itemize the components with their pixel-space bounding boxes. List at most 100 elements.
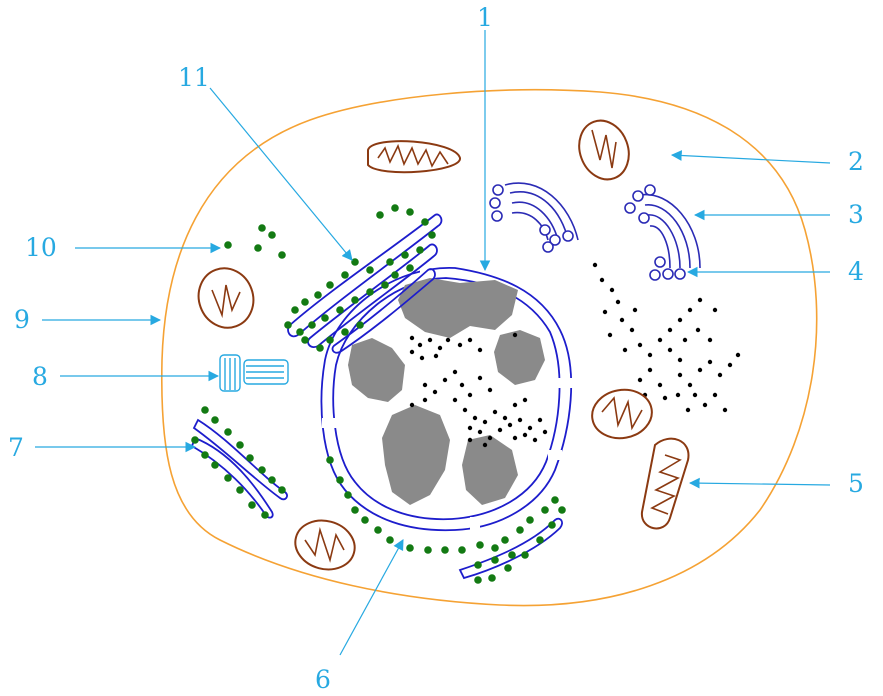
ribosome	[551, 496, 559, 504]
ribosome	[366, 288, 374, 296]
ribosome	[301, 336, 309, 344]
ribosomes	[191, 204, 566, 584]
ribosome	[246, 454, 254, 462]
cytoplasm-granule	[687, 382, 693, 388]
cytoplasm-granule	[697, 297, 703, 303]
ribosome	[351, 258, 359, 266]
mitochondrion-top-right	[578, 119, 630, 181]
label-4: 4	[848, 257, 864, 286]
ribosome	[548, 521, 556, 529]
nucleolus-granule	[482, 419, 488, 425]
ribosome	[258, 224, 266, 232]
cytoplasm-granule	[637, 377, 643, 383]
ribosome	[201, 451, 209, 459]
nucleolus-granule	[512, 435, 518, 441]
label-3: 3	[848, 200, 864, 229]
ribosome	[386, 536, 394, 544]
label-11: 11	[178, 63, 210, 92]
ribosome	[424, 546, 432, 554]
ribosome	[391, 271, 399, 279]
ribosome	[341, 271, 349, 279]
ribosome	[351, 506, 359, 514]
nucleolus-granule	[517, 417, 523, 423]
cytoplasm-granule	[632, 307, 638, 313]
label-8: 8	[32, 362, 48, 391]
nucleolus-granule	[487, 435, 493, 441]
label-7: 7	[8, 433, 24, 462]
cytoplasm-granule	[637, 342, 643, 348]
ribosome	[508, 551, 516, 559]
nucleolus-granule	[419, 355, 425, 361]
ribosome	[526, 516, 534, 524]
ribosome	[406, 264, 414, 272]
ribosome	[344, 491, 352, 499]
cytoplasm-granule	[702, 402, 708, 408]
nucleolus-granules	[409, 332, 548, 448]
ribosome	[474, 561, 482, 569]
ribosome	[361, 516, 369, 524]
ribosome	[301, 298, 309, 306]
ribosome	[278, 251, 286, 259]
ribosome	[488, 574, 496, 582]
ribosome	[491, 544, 499, 552]
nucleolus-granule	[507, 422, 513, 428]
ribosome	[521, 551, 529, 559]
cytoplasm-granule	[619, 317, 625, 323]
mitochondrion-mid-right	[591, 388, 653, 440]
ribosome	[268, 231, 276, 239]
ribosome	[224, 474, 232, 482]
cytoplasm-granule	[662, 395, 668, 401]
cytoplasm-granule	[667, 347, 673, 353]
ribosome	[558, 506, 566, 514]
ribosome	[291, 306, 299, 314]
nucleolus-granule	[532, 437, 538, 443]
nucleolus-granule	[422, 382, 428, 388]
cytoplasm-granule	[722, 407, 728, 413]
nucleolus-granule	[467, 425, 473, 431]
cytoplasm-granule	[602, 309, 608, 315]
cytoplasm-granule	[707, 359, 713, 365]
mitochondrion-bottom-left	[294, 519, 356, 571]
nucleolus-granule	[462, 407, 468, 413]
rough-er-bottom-left	[190, 418, 288, 519]
cytoplasm-granule	[647, 367, 653, 373]
nucleolus-granule	[512, 332, 518, 338]
nucleolus-granule	[482, 442, 488, 448]
mitochondrion-bottom-right	[640, 437, 690, 530]
mitochondrion-top	[367, 140, 461, 174]
nucleolus-granule	[459, 382, 465, 388]
nucleolus-granule	[417, 342, 423, 348]
ribosome	[458, 546, 466, 554]
ribosome	[326, 281, 334, 289]
ribosome	[224, 241, 232, 249]
ribosome	[258, 466, 266, 474]
ribosome	[316, 344, 324, 352]
ribosome	[536, 536, 544, 544]
ribosome	[406, 544, 414, 552]
ribosome	[308, 321, 316, 329]
ribosome	[278, 486, 286, 494]
leader-lines	[35, 30, 831, 656]
cytoplasm-granule	[677, 372, 683, 378]
cytoplasm-granule	[697, 367, 703, 373]
ribosome	[428, 231, 436, 239]
nucleolus-granule	[457, 342, 463, 348]
ribosome	[236, 486, 244, 494]
ribosome	[401, 251, 409, 259]
nucleolus-granule	[487, 387, 493, 393]
nucleolus-granule	[433, 353, 439, 359]
ribosome	[211, 416, 219, 424]
label-6: 6	[315, 665, 331, 694]
cytoplasm-granule	[615, 299, 621, 305]
nucleolus-granule	[477, 429, 483, 435]
ribosome	[326, 336, 334, 344]
mitochondrion-left	[197, 267, 255, 329]
cytoplasm-granules	[592, 262, 741, 413]
cytoplasm-granule	[667, 327, 673, 333]
nucleolus-granule	[432, 389, 438, 395]
cytoplasm-granule	[712, 307, 718, 313]
ribosome	[504, 564, 512, 572]
cytoplasm-granule	[682, 337, 688, 343]
nucleolus-granule	[437, 345, 443, 351]
nucleolus-granule	[442, 377, 448, 383]
